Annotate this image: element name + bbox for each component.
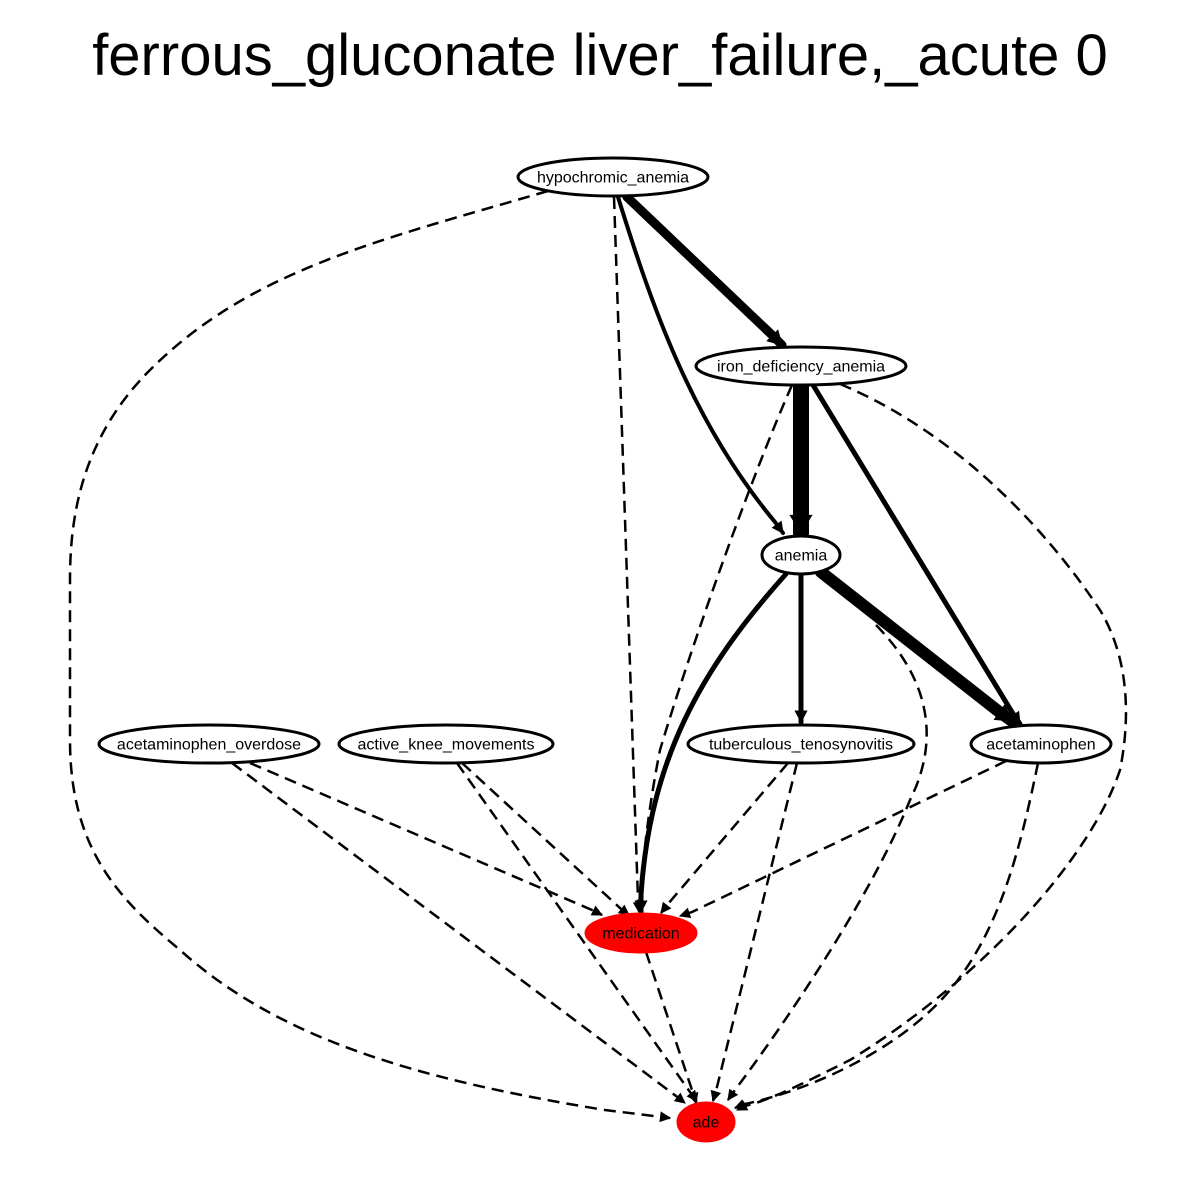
edge-line [726, 624, 928, 1101]
edge-line [734, 762, 1040, 1110]
edge-anemia-to-acetaminophen [815, 566, 1018, 727]
edge-line [711, 762, 799, 1102]
node-label: hypochromic_anemia [537, 170, 689, 187]
node-shape [676, 1101, 736, 1143]
edge-line [616, 195, 785, 535]
arrowhead [993, 703, 1013, 722]
edge-line [679, 759, 1007, 918]
edge-line [639, 384, 794, 912]
node-shape [97, 723, 321, 765]
edge-iron_deficiency_anemia-to-medication [635, 384, 794, 914]
node-shape [686, 723, 916, 765]
node-acetaminophen: acetaminophen [969, 723, 1113, 765]
node-anemia: anemia [760, 534, 842, 576]
edge-line [810, 382, 1023, 727]
arrowhead [678, 907, 692, 918]
arrowhead [659, 1111, 672, 1123]
edge-line [461, 762, 630, 916]
node-shape [337, 723, 555, 765]
node-label: iron_deficiency_anemia [717, 359, 885, 376]
edge-acetaminophen_overdose-to-medication [249, 761, 604, 917]
arrowhead [687, 1091, 699, 1105]
edge-acetaminophen-to-ade [733, 762, 1040, 1110]
edge-hypochromic_anemia-to-ade [68, 189, 672, 1123]
node-hypochromic-anemia: hypochromic_anemia [516, 156, 710, 198]
arrowhead [634, 900, 648, 914]
arrowhead [771, 520, 784, 534]
arrowhead [789, 514, 813, 534]
node-shape [694, 345, 908, 387]
arrowhead [727, 1088, 739, 1101]
edge-hypochromic_anemia-to-anemia [616, 195, 785, 535]
node-layer: hypochromic_anemia iron_deficiency_anemia… [97, 156, 1113, 1143]
node-label: tuberculous_tenosynovitis [709, 737, 893, 754]
edge-tuberculous_tenosynovitis-to-medication [660, 762, 789, 914]
edge-line [249, 761, 603, 917]
node-label: ade [693, 1115, 720, 1132]
arrowhead [794, 710, 808, 724]
edge-line [644, 951, 698, 1104]
node-shape [516, 156, 710, 198]
edge-acetaminophen_overdose-to-ade [231, 762, 686, 1104]
edge-line [660, 762, 789, 914]
edge-hypochromic_anemia-to-iron_deficiency_anemia [622, 192, 787, 350]
node-label: active_knee_movements [358, 737, 535, 754]
edge-line [68, 189, 671, 1120]
node-iron-deficiency-anemia: iron_deficiency_anemia [694, 345, 908, 387]
arrowhead [710, 1089, 722, 1103]
node-label: medication [602, 926, 679, 943]
arrowhead [766, 329, 783, 346]
edge-line [736, 382, 1128, 1112]
edge-line [815, 566, 1018, 727]
arrowhead [660, 901, 672, 914]
edge-iron_deficiency_anemia-to-acetaminophen [810, 382, 1023, 727]
edge-layer [68, 189, 1128, 1123]
node-shape [760, 534, 842, 576]
edge-anemia-to-medication [634, 571, 789, 915]
node-acetaminophen-overdose: acetaminophen_overdose [97, 723, 321, 765]
arrowhead [733, 1099, 747, 1110]
edge-anemia-to-ade [726, 624, 928, 1101]
node-ade: ade [676, 1101, 736, 1143]
edge-active_knee_movements-to-medication [461, 762, 630, 916]
node-label: acetaminophen_overdose [117, 737, 301, 754]
edge-line [638, 571, 789, 915]
edge-anemia-to-tuberculous_tenosynovitis [794, 571, 808, 725]
node-shape [584, 912, 698, 954]
arrowhead [590, 905, 604, 916]
node-label: acetaminophen [986, 737, 1095, 754]
arrowhead [673, 1092, 686, 1104]
node-shape [969, 723, 1113, 765]
node-label: anemia [775, 548, 828, 565]
edge-hypochromic_anemia-to-medication [612, 196, 644, 914]
edge-tuberculous_tenosynovitis-to-ade [710, 762, 799, 1103]
edge-line [612, 196, 641, 913]
edge-acetaminophen-to-medication [678, 759, 1007, 918]
edge-line [622, 192, 787, 350]
diagram-title: ferrous_gluconate liver_failure,_acute 0 [92, 23, 1108, 88]
node-tuberculous-tenosynovitis: tuberculous_tenosynovitis [686, 723, 916, 765]
edge-iron_deficiency_anemia-to-anemia [789, 377, 813, 541]
node-active-knee-movements: active_knee_movements [337, 723, 555, 765]
edge-medication-to-ade [644, 951, 699, 1105]
node-medication: medication [584, 912, 698, 954]
